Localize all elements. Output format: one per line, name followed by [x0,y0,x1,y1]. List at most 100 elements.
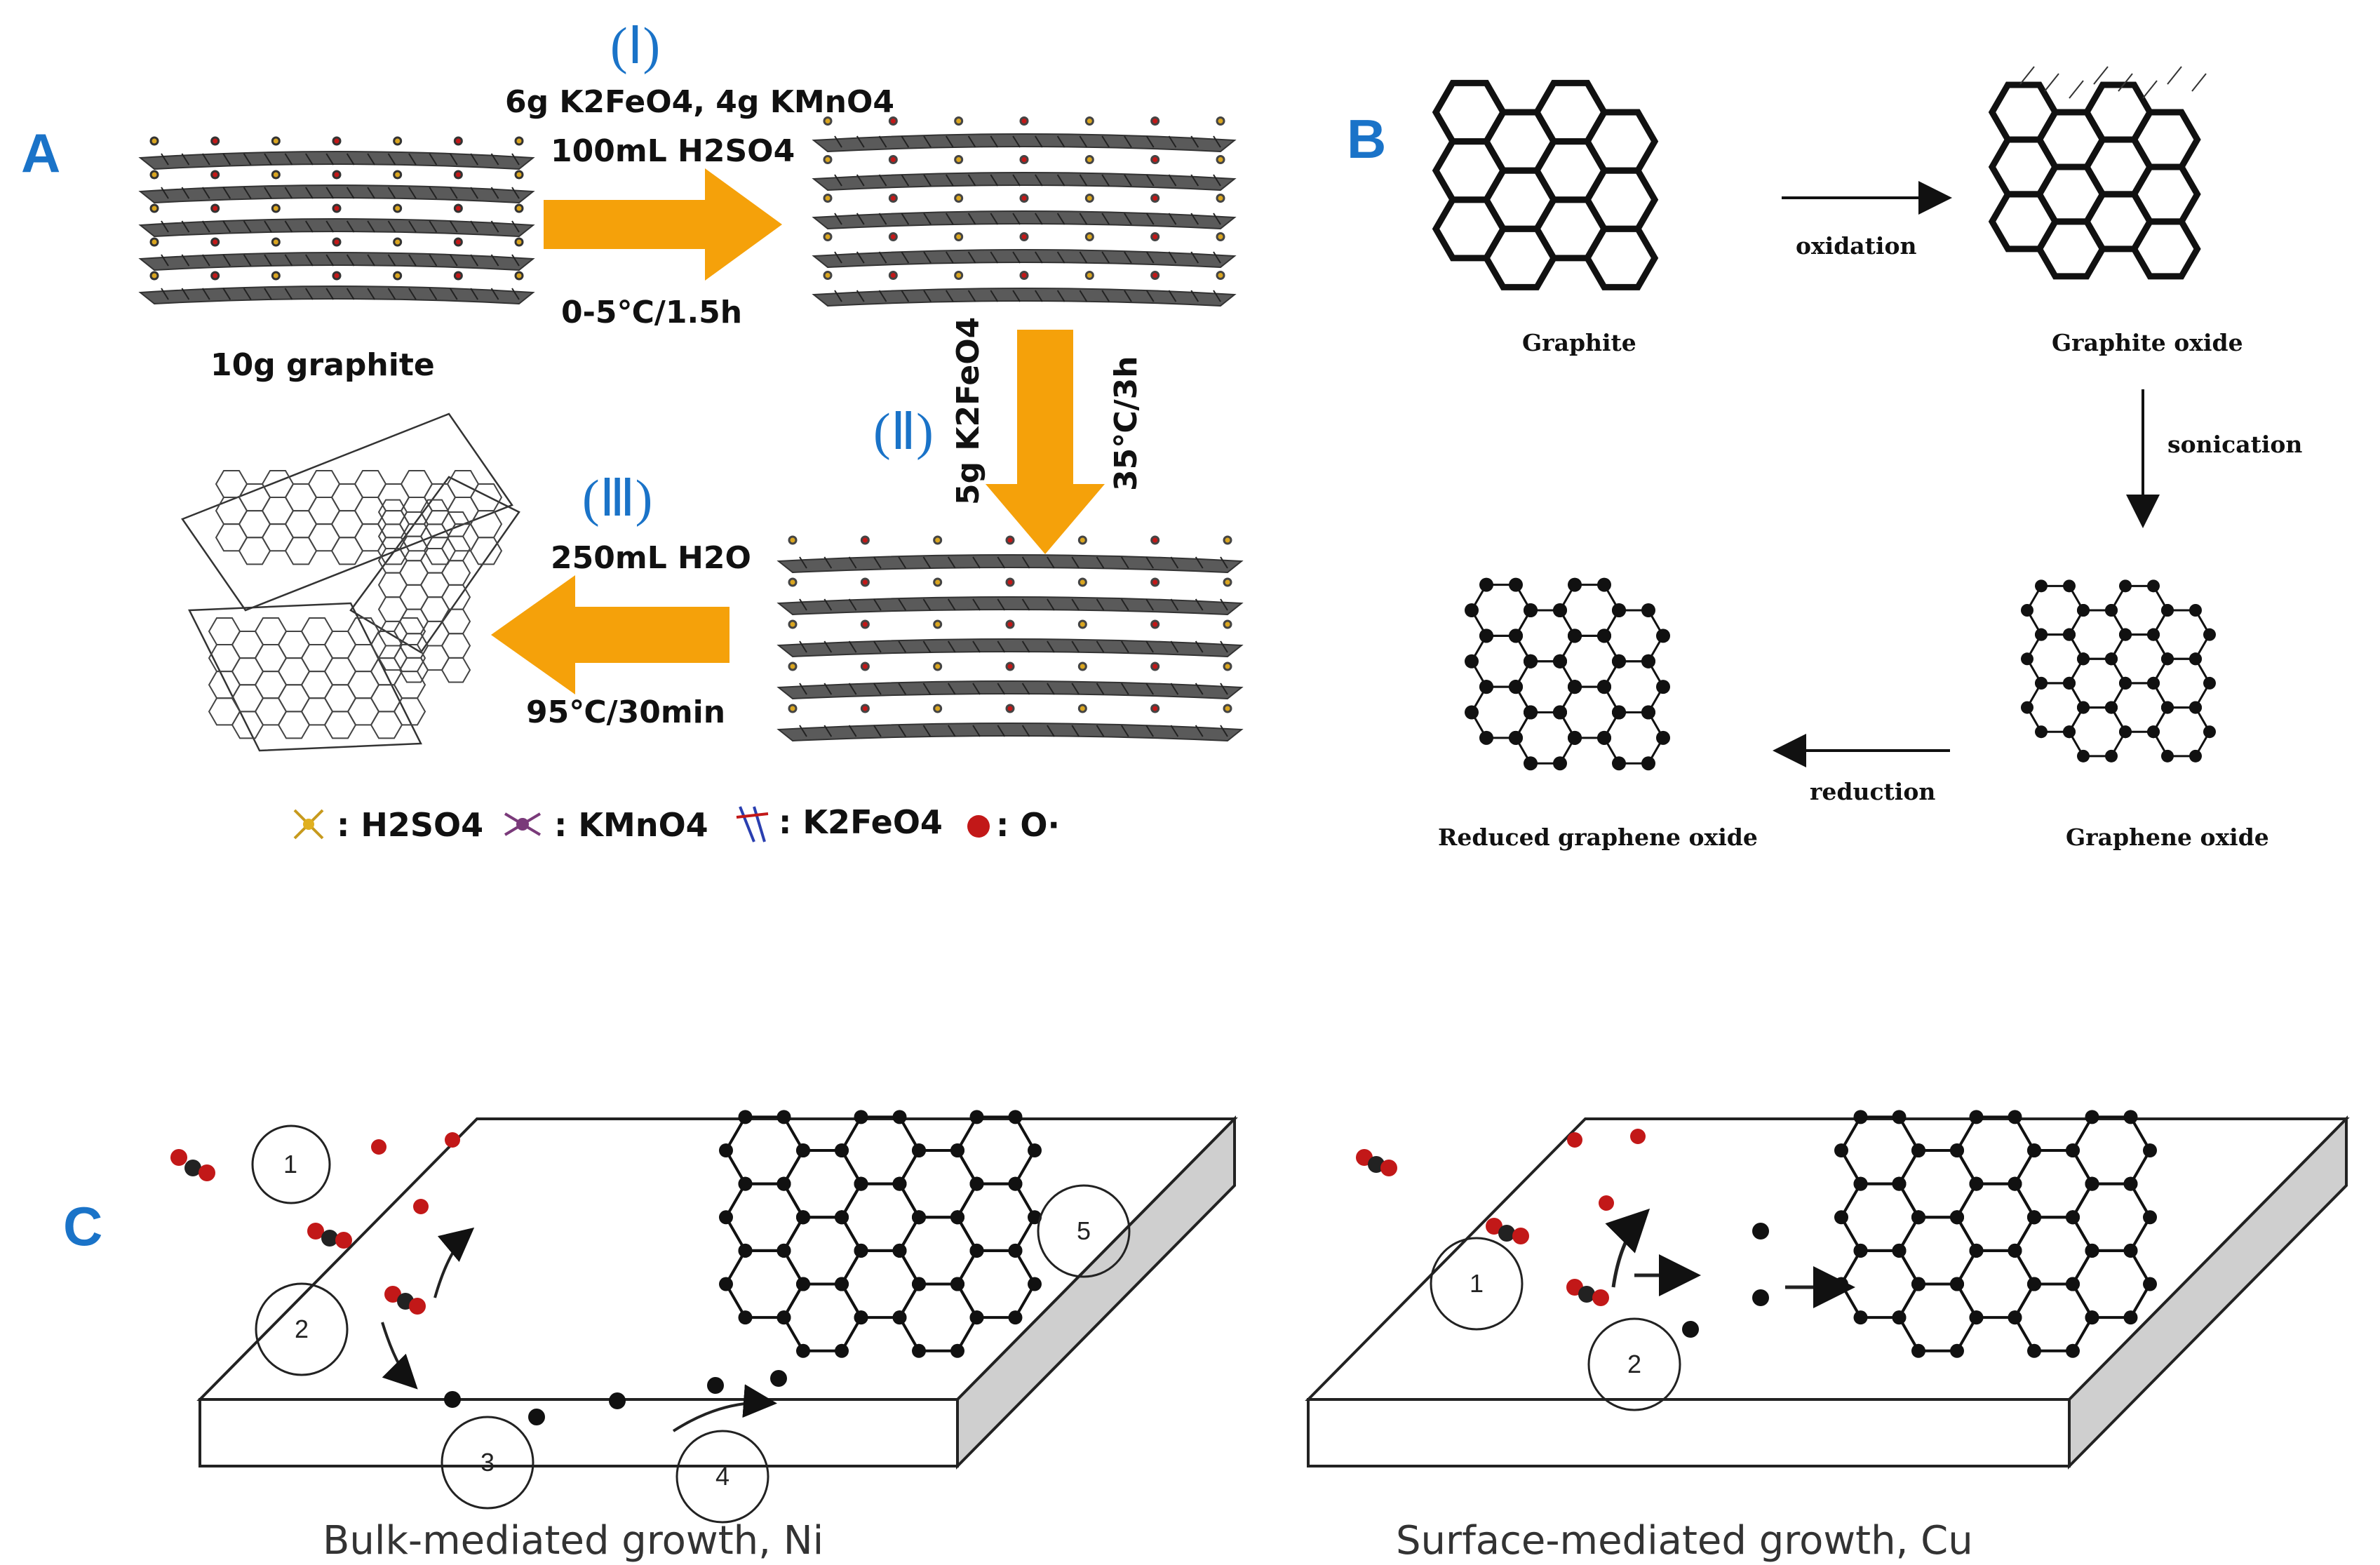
carbon-atom [2123,1243,2138,1258]
carbon-atom [2035,628,2048,641]
legend-k2feo4: : K2FeO4 [779,803,943,841]
carbon-atom [969,1176,984,1191]
intercalant-molecule [823,155,833,164]
label-sonication: sonication [2167,431,2302,458]
carbon-atom [2105,652,2118,666]
graphene-oxide-structure [2021,579,2216,763]
hexagon-ring [469,483,503,512]
functional-group [2019,66,2035,85]
carbon-atom [2105,701,2118,714]
right-particles [1356,1129,1769,1338]
step2-arrow [986,330,1105,554]
hexagon-ring [2110,682,2169,733]
carbon-atom [1008,1243,1023,1258]
hexagon-ring [1603,609,1665,663]
carbon-atom [1892,1243,1907,1258]
intercalant-molecule [1019,155,1029,164]
intercalant-molecule [1005,535,1015,545]
intercalant-molecule [210,136,220,146]
intercalant-molecule [149,170,159,180]
carbon-atom [1509,730,1523,745]
left-step-1: 1 [283,1150,297,1178]
intercalant-molecule [1150,271,1160,280]
carbon-atom [950,1343,964,1358]
step3-reagent: 250mL H2O [551,540,751,576]
carbon-atom [1008,1110,1023,1124]
carbon-atom [2063,579,2076,593]
intercalant-molecule [954,271,964,280]
intercalant-molecule [788,704,798,713]
graphite-stack-start [138,136,535,305]
carbon-atom [835,1343,849,1358]
graphite-layer [776,596,1244,616]
intercalant-molecule [1223,577,1232,587]
step3-roman: (Ⅲ) [582,470,652,528]
carbon-atom [2085,1243,2099,1258]
step1-acid: 100mL H2SO4 [551,133,795,169]
carbon-atom [719,1210,733,1225]
graphite-layer [138,151,535,170]
intercalant-molecule [210,237,220,247]
step2-roman: (Ⅱ) [873,403,934,461]
hexagon-ring [1559,634,1620,688]
intercalant-molecule [860,661,870,671]
carbon-atom [1911,1143,1925,1157]
intercalant-molecule [933,704,943,713]
graphite-layer [138,286,535,305]
intercalant-molecule [1150,577,1160,587]
carbon-atom [969,1310,984,1325]
intercalant-molecule [514,170,524,180]
intercalant-molecule [954,232,964,241]
graphite-layer [776,680,1244,700]
carbon-atom [1969,1176,1984,1191]
intercalant-molecule [271,136,281,146]
intercalant-molecule [888,116,898,126]
step1-roman: (Ⅰ) [610,18,660,75]
intercalant-molecule [954,194,964,203]
legend-kmno4: : KMnO4 [554,806,708,844]
carbon-atom [1834,1143,1848,1157]
label-graphene-oxide: Graphene oxide [2066,824,2269,851]
carbon-atom [2085,1176,2099,1191]
intercalant-molecule [933,577,943,587]
carbon-atom [950,1143,964,1157]
hexagon-ring [1559,584,1620,637]
carbon-atom [2063,725,2076,739]
carbon-atom [2143,1277,2157,1291]
carbon-atom [1950,1343,1964,1358]
intercalant-molecule [788,619,798,629]
hexagon-ring [1470,634,1532,688]
carbon-atom [2105,749,2118,763]
carbon-atom [2085,1110,2099,1124]
carbon-atom [2105,604,2118,617]
intercalant-molecule [271,203,281,213]
carbon-atom [835,1210,849,1225]
carbon-atom [854,1176,868,1191]
intercalant-molecule [1084,116,1094,126]
left-step-5: 5 [1077,1216,1091,1245]
intercalant-molecule [788,661,798,671]
label-reduction: reduction [1810,778,1935,805]
carbon-atom [2008,1110,2022,1124]
carbon-atom [738,1243,753,1258]
carbon-atom [1509,629,1523,643]
hexagon-ring [2026,633,2085,685]
carbon-atom [1479,730,1493,745]
carbon-atom [1641,654,1655,669]
intercalant-molecule [1150,619,1160,629]
intercalant-molecule [1005,704,1015,713]
intercalant-molecule [1216,232,1225,241]
right-caption: Surface-mediated growth, Cu [1396,1518,1973,1564]
intercalant-molecule [788,535,798,545]
intercalant-molecule [332,203,342,213]
carbon-atom [1524,603,1538,617]
panel-a-letter: A [21,122,60,184]
intercalant-molecule [271,271,281,281]
carbon-atom [2077,749,2090,763]
carbon-atom [2161,701,2174,714]
intercalant-molecule [1077,661,1087,671]
intercalated-stack [812,116,1237,307]
panel-a: A 10g graphite (Ⅰ) 6g K2FeO4, 4g KMnO4 1… [21,18,1244,844]
oxidized-stack [776,535,1244,742]
